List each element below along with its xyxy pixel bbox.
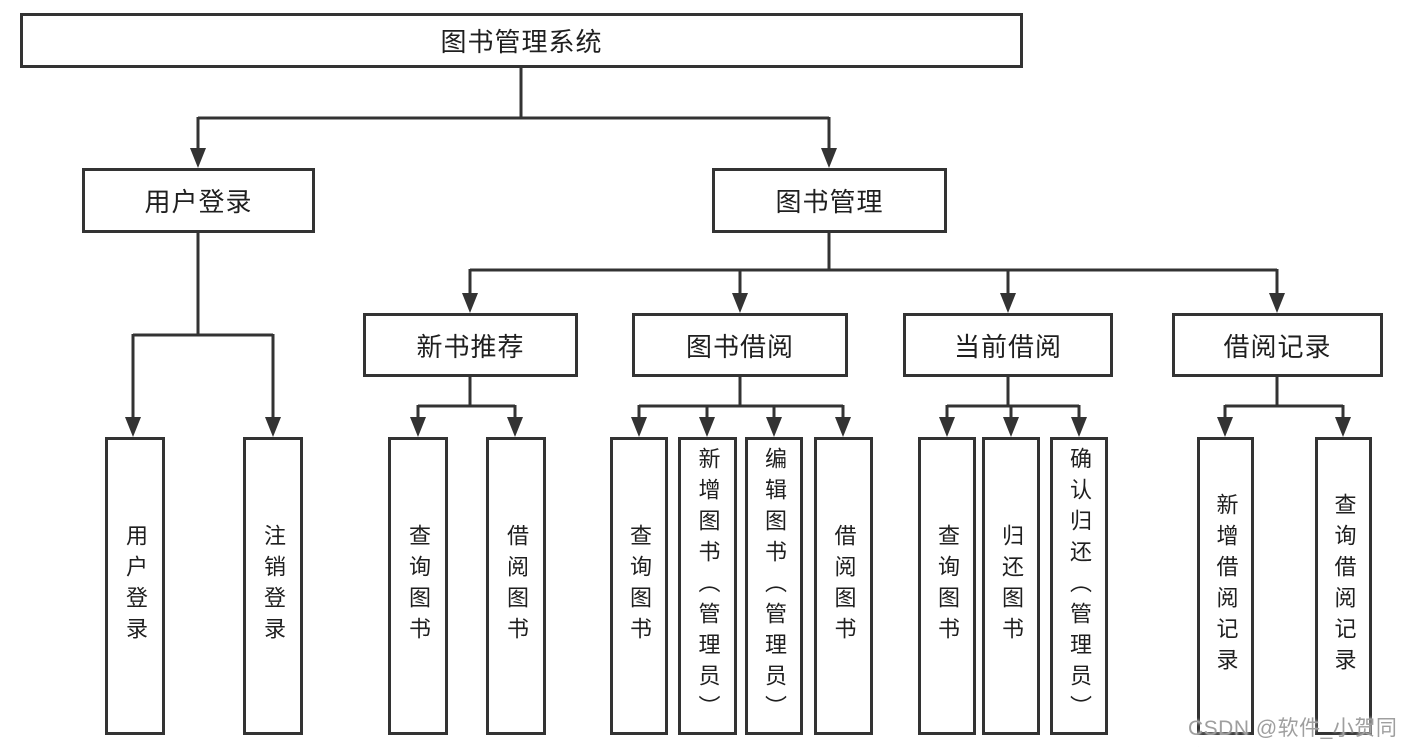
arrowheads bbox=[125, 148, 1351, 437]
node-system-root: 图书管理系统 bbox=[20, 13, 1023, 68]
leaf-logout: 注销登录 bbox=[243, 437, 303, 735]
leaf-borrow-books: 借阅图书 bbox=[814, 437, 873, 735]
leaf-add-books-admin: 新增图书（管理员） bbox=[678, 437, 737, 735]
leaf-user-login: 用户登录 bbox=[105, 437, 165, 735]
csdn-watermark: CSDN @软件_小贺同学 bbox=[1188, 717, 1398, 740]
node-book-borrowing: 图书借阅 bbox=[632, 313, 848, 377]
node-user-login: 用户登录 bbox=[82, 168, 315, 233]
node-current-borrowing: 当前借阅 bbox=[903, 313, 1113, 377]
node-borrowing-records: 借阅记录 bbox=[1172, 313, 1383, 377]
leaf-query-books-borrow: 查询图书 bbox=[610, 437, 668, 735]
leaf-query-books-recommend: 查询图书 bbox=[388, 437, 448, 735]
leaf-query-books-current: 查询图书 bbox=[918, 437, 976, 735]
leaf-return-books: 归还图书 bbox=[982, 437, 1040, 735]
node-book-management: 图书管理 bbox=[712, 168, 947, 233]
connector-lines bbox=[131, 68, 1345, 420]
leaf-query-borrow-record: 查询借阅记录 bbox=[1315, 437, 1372, 735]
leaf-confirm-return-admin: 确认归还（管理员） bbox=[1050, 437, 1108, 735]
node-new-book-recommend: 新书推荐 bbox=[363, 313, 578, 377]
leaf-borrow-books-recommend: 借阅图书 bbox=[486, 437, 546, 735]
leaf-add-borrow-record: 新增借阅记录 bbox=[1197, 437, 1254, 735]
leaf-edit-books-admin: 编辑图书（管理员） bbox=[745, 437, 803, 735]
